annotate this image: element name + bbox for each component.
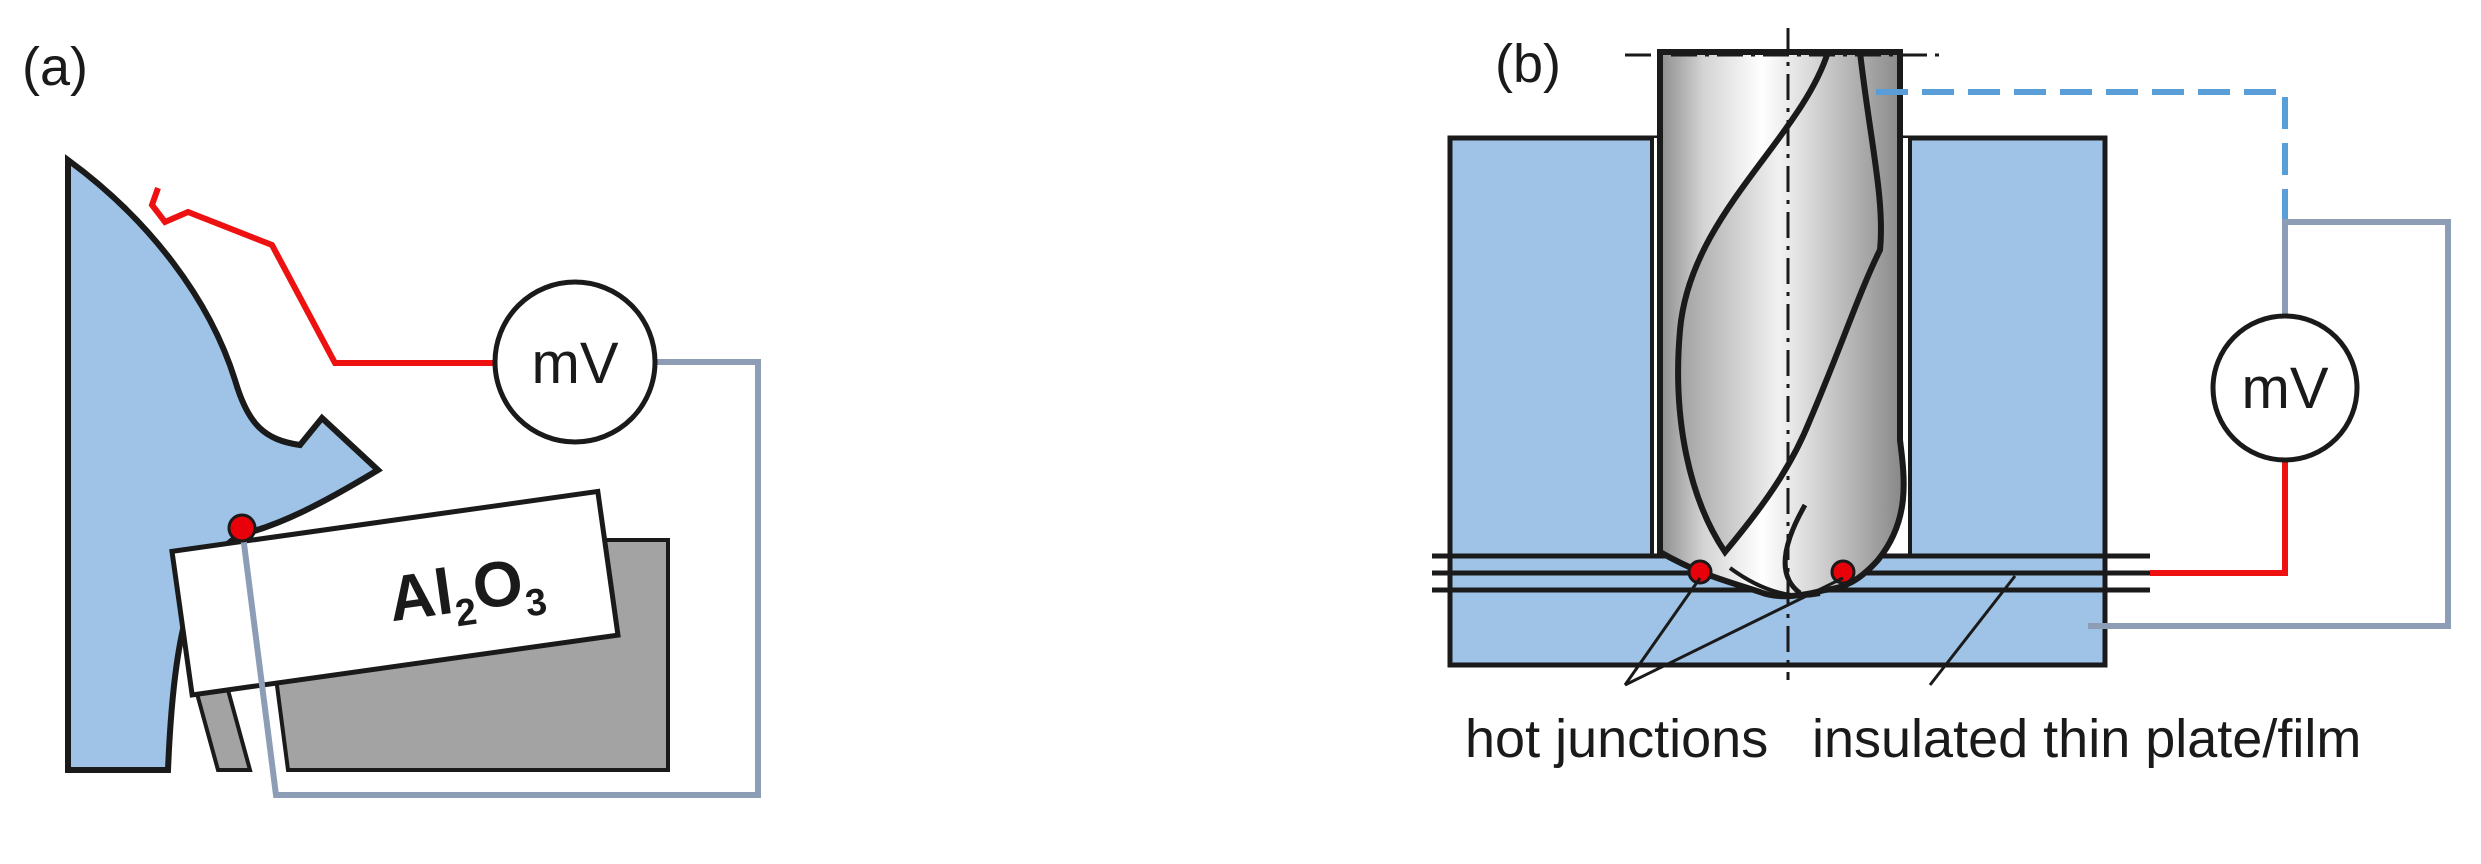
twist-drill: [1657, 49, 1907, 600]
drill-lip: [1782, 503, 1808, 596]
meter-a-label: mV: [532, 331, 619, 396]
tool-holder-shim: [193, 688, 253, 772]
meter-b-label: mV: [2242, 356, 2329, 421]
panel-b-label: (b): [1495, 34, 1561, 94]
meter-a-body: [492, 279, 658, 445]
meter-b-body: [2210, 313, 2360, 463]
hot-junction-left: [1687, 559, 1713, 585]
panel-a: (a) Al2O3 mV: [22, 37, 761, 798]
hot-junction-a: [227, 513, 257, 543]
drill-flute: [1675, 49, 1884, 557]
insert-body: [169, 488, 621, 698]
callout-thin-plate: insulated thin plate/film: [1812, 709, 2361, 769]
leader-hot-junction-right: [1624, 576, 1844, 687]
insert-formula: Al2O3: [384, 542, 550, 644]
callout-hot-junctions: hot junctions: [1465, 709, 1768, 769]
ceramic-insert: Al2O3: [169, 488, 621, 698]
millivoltmeter-a: mV: [492, 279, 658, 445]
panel-a-label: (a): [22, 37, 88, 97]
grey-wire-b: [2088, 219, 2451, 629]
leader-thin-plate: [1928, 575, 2017, 686]
leader-hot-junction-left: [1623, 577, 1702, 686]
red-wire-b: [2150, 455, 2288, 576]
red-wire-a: [148, 187, 495, 366]
hot-junction-right: [1830, 559, 1856, 585]
panel-b: (b): [1432, 28, 2451, 769]
grey-wire-a: [239, 359, 761, 798]
millivoltmeter-b: mV: [2210, 313, 2360, 463]
callout-leaders: [1623, 575, 2017, 687]
